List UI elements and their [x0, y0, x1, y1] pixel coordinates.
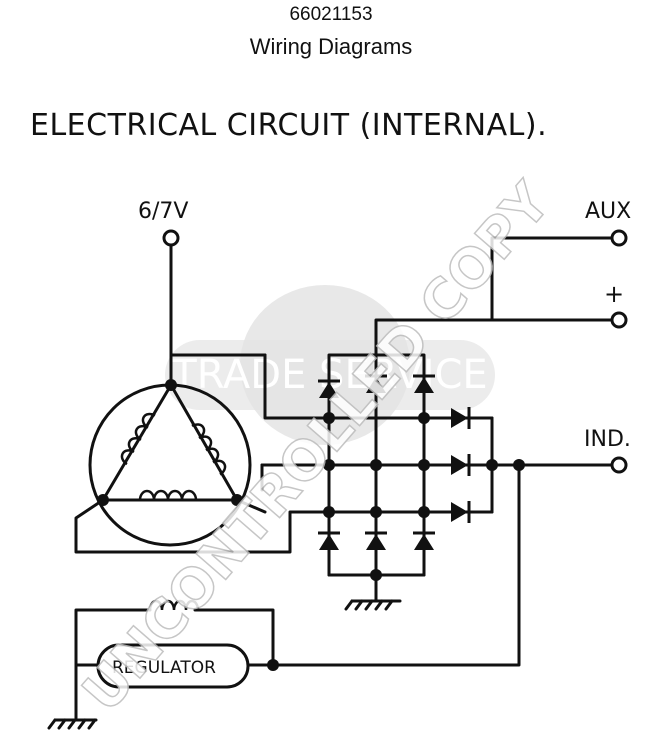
terminal-plus	[610, 311, 628, 329]
circuit-title: ELECTRICAL CIRCUIT (INTERNAL).	[30, 108, 548, 143]
part-number: 66021153	[289, 4, 373, 25]
label-ind: IND.	[584, 427, 631, 452]
field-coil	[148, 599, 200, 611]
terminals	[162, 229, 628, 474]
regulator-label: REGULATOR	[112, 658, 216, 678]
label-67v: 6/7V	[138, 199, 188, 224]
label-plus: +	[604, 280, 624, 308]
terminal-67v	[162, 229, 180, 247]
page-subtitle: Wiring Diagrams	[249, 34, 413, 59]
stator-coils	[120, 412, 227, 611]
terminal-aux	[610, 229, 628, 247]
uncontrolled-copy-watermark: UNCONTROLLED COPY	[70, 170, 563, 723]
label-aux: AUX	[585, 199, 631, 224]
terminal-ind	[610, 456, 628, 474]
junction-dots	[97, 379, 525, 671]
